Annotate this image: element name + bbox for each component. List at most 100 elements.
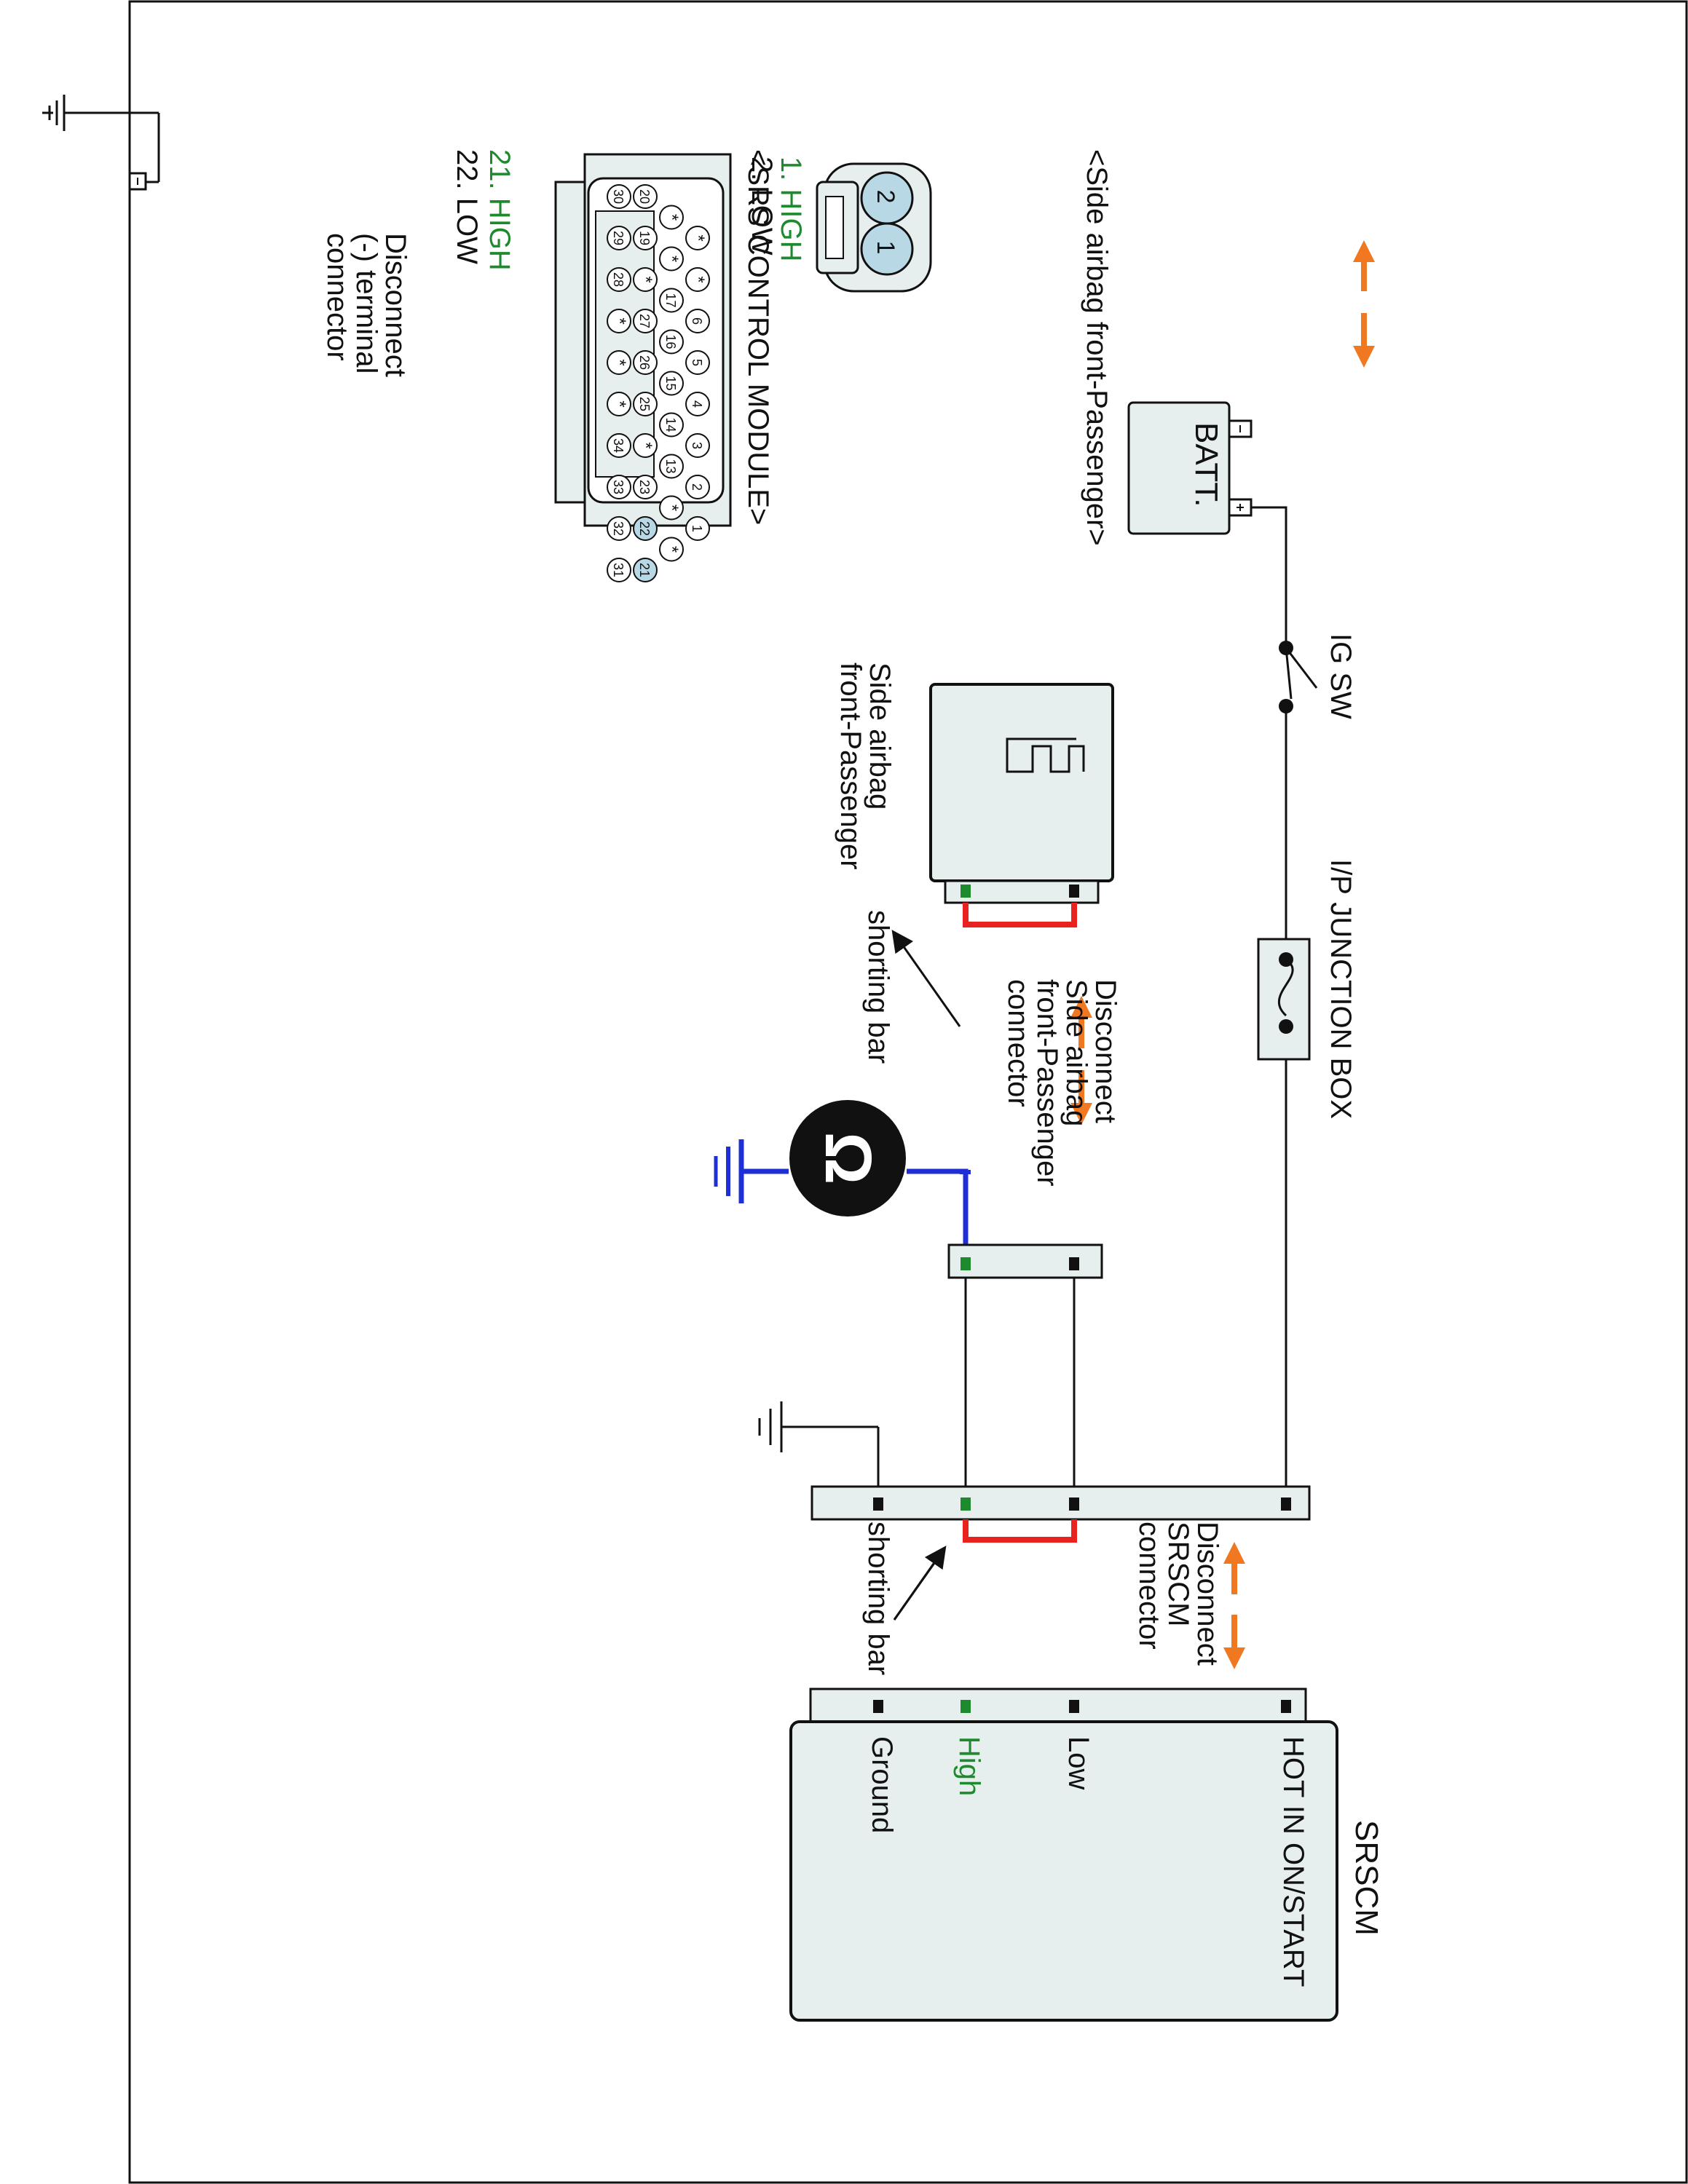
srs-pin (633, 516, 658, 541)
srs-pin (607, 184, 631, 209)
srs-pin-label: 16 (663, 334, 678, 349)
srs-pin-label: 1 (690, 525, 704, 532)
srs-pin-label: * (688, 276, 708, 282)
srs-pin-label: 22 (637, 521, 652, 536)
srs-pin (633, 392, 658, 416)
srs-pin (659, 246, 684, 272)
srs-pin (607, 558, 631, 582)
power-wire (1251, 506, 1287, 648)
srs-pin-label: * (636, 442, 655, 448)
srs-pin-label: * (688, 234, 708, 241)
srs-pin (685, 350, 710, 375)
srs-pin (633, 184, 658, 209)
srs-pin-label: * (662, 256, 682, 262)
batt-label: BATT. (1188, 422, 1224, 507)
side-airbag-connector-view (816, 162, 932, 293)
srs-pin-label: * (662, 214, 682, 221)
srscm-pin-hot: HOT IN ON/START (1277, 1736, 1309, 1987)
disconnect-terminal-label: Disconnect (-) terminal connector (321, 233, 411, 377)
srs-pin (633, 267, 658, 292)
srs-pin-label: * (610, 400, 629, 407)
disconnect-arrow-terminal (1353, 240, 1375, 368)
srs-pin (607, 475, 631, 499)
srs-pin (659, 329, 684, 355)
srs-pin (685, 475, 710, 499)
side-airbag-pin-high: 1. HIGH (775, 157, 807, 262)
srs-module-connector-title: <SRS CONTROL MODULE> (742, 149, 774, 526)
srs-pin-label: 6 (690, 317, 704, 325)
side-airbag-component-label: Side airbag front-Passenger (835, 662, 896, 870)
srs-pin (633, 226, 658, 250)
srs-pin-label: 4 (690, 400, 704, 408)
shorting-bar-srscm (963, 1519, 1077, 1543)
srs-pin (607, 309, 631, 333)
srs-pin-label: 23 (637, 480, 652, 494)
srs-pin-label: 13 (663, 459, 678, 473)
srs-pin-label: * (610, 317, 629, 324)
srs-pin-label: 17 (663, 293, 678, 307)
side-airbag-pin-1: 1 (872, 240, 899, 255)
shorting-bar-airbag (963, 903, 1077, 927)
ig-sw-label: IG SW (1325, 633, 1357, 719)
shorting-bar-label-airbag: shorting bar (862, 910, 894, 1064)
srs-pin-label: 27 (637, 314, 652, 328)
srs-pin (659, 371, 684, 396)
shorting-bar-label-srscm: shorting bar (862, 1522, 894, 1676)
srs-pin-label: 25 (637, 397, 652, 411)
disconnect-airbag-label: Disconnect Side airbag front-Passenger c… (1002, 979, 1121, 1187)
srs-pin (659, 288, 684, 313)
srs-pin-label: * (662, 546, 682, 553)
srscm-pin-ground: Ground (866, 1736, 898, 1834)
srs-pin-label: 5 (690, 359, 704, 366)
srs-pin-label: * (610, 359, 629, 365)
srs-module-pin-low: 22. LOW (451, 149, 483, 264)
srs-pin (633, 558, 658, 582)
srs-pin-label: 31 (611, 563, 626, 577)
disconnect-srscm-label: Disconnect SRSCM connector (1133, 1522, 1223, 1666)
srs-pin-label: 19 (637, 231, 652, 245)
srs-pin (607, 392, 631, 416)
srs-module-pin-high: 21. HIGH (484, 149, 516, 271)
srs-pin (607, 226, 631, 250)
srs-pin-label: 30 (611, 189, 626, 204)
ohm-symbol: Ω (811, 1132, 884, 1185)
srs-pin-label: 34 (611, 438, 626, 453)
srs-pin-label: 26 (637, 355, 652, 370)
srs-pin (685, 392, 710, 416)
srs-pin (633, 350, 658, 375)
srs-pin-label: 15 (663, 376, 678, 390)
srs-pin (607, 516, 631, 541)
srs-pin (633, 433, 658, 458)
battery-box (1127, 401, 1231, 535)
srs-pin-label: * (662, 505, 682, 511)
srs-pin-label: 21 (637, 563, 652, 577)
junction-box-label: I/P JUNCTION BOX (1325, 859, 1357, 1120)
ground-symbol-srscm (758, 1401, 880, 1487)
disconnect-arrow-airbag (1070, 996, 1092, 1125)
srs-pin-label: 20 (637, 189, 652, 204)
srs-pin (659, 412, 684, 438)
junction-box (1257, 938, 1311, 1061)
srs-pin-label: 32 (611, 521, 626, 536)
ohmmeter (789, 1100, 906, 1216)
side-airbag-component (929, 683, 1114, 882)
srs-pin-label: 33 (611, 480, 626, 494)
srs-module-connector-view: **654321**1716151413**2019*272625*232221… (554, 153, 732, 582)
ground-symbol-battery (42, 95, 160, 183)
srs-pin (633, 309, 658, 333)
srs-pin (659, 537, 684, 562)
srs-pin (607, 350, 631, 375)
srs-pin-label: 28 (611, 272, 626, 287)
srs-pin (659, 454, 684, 479)
srs-pin-label: 14 (663, 417, 678, 432)
srs-pin-label: 3 (690, 442, 704, 449)
side-airbag-connector-title: <Side airbag front-Passenger> (1081, 149, 1113, 546)
disconnect-arrow-srscm (1223, 1542, 1245, 1669)
srs-pin-label: 29 (611, 231, 626, 245)
srs-pin-label: 2 (690, 483, 704, 491)
srscm-title: SRSCM (1349, 1820, 1384, 1936)
srscm-harness-connector (811, 1485, 1311, 1521)
